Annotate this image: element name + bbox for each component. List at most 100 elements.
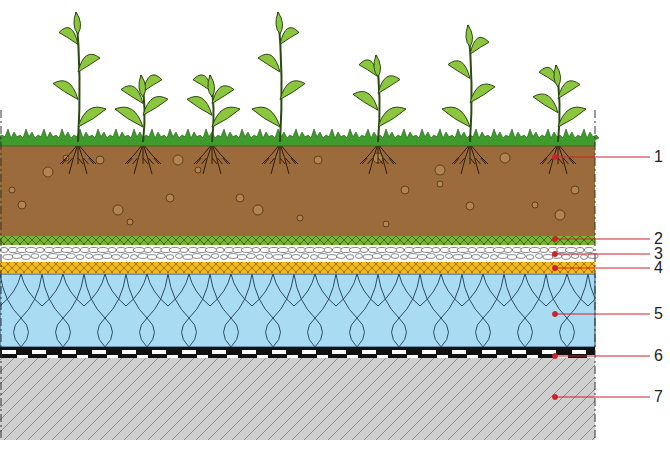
gravel-stone bbox=[337, 254, 346, 259]
gravel-stone bbox=[133, 247, 145, 252]
plant-roots bbox=[540, 144, 576, 174]
leader-lines bbox=[553, 155, 651, 400]
gravel-stone bbox=[277, 247, 289, 252]
gravel-stone bbox=[80, 247, 89, 252]
gravel-stone bbox=[241, 247, 253, 252]
gravel-stone bbox=[446, 254, 453, 259]
gravel-stone bbox=[144, 247, 152, 252]
soil-stone bbox=[18, 201, 26, 209]
gravel-stone bbox=[202, 255, 211, 260]
gravel-stone bbox=[205, 247, 217, 252]
gravel-stone bbox=[44, 247, 53, 252]
gravel-stone bbox=[526, 255, 534, 260]
gravel-stone bbox=[536, 254, 543, 259]
soil-stone bbox=[173, 155, 183, 165]
plant-roots bbox=[262, 144, 298, 174]
gravel-stone bbox=[93, 255, 103, 260]
gravel-stone bbox=[72, 247, 80, 252]
gravel-stone bbox=[432, 247, 440, 252]
soil-stone bbox=[43, 167, 53, 177]
gravel-stone bbox=[562, 255, 571, 260]
gravel-stone bbox=[408, 254, 418, 259]
soil-stone bbox=[435, 165, 445, 175]
gravel-stone bbox=[391, 254, 399, 259]
gravel-stone bbox=[176, 254, 183, 259]
gravel-stone bbox=[112, 255, 121, 260]
gravel-stone bbox=[3, 255, 13, 260]
gravel-stone bbox=[332, 247, 341, 252]
gravel-stone bbox=[252, 247, 260, 252]
gravel-stone bbox=[97, 247, 109, 252]
gravel-stone bbox=[121, 254, 129, 259]
plant bbox=[533, 65, 586, 142]
gravel-stone bbox=[108, 247, 116, 252]
gravel-stone bbox=[76, 255, 84, 260]
gravel-stone bbox=[147, 255, 156, 260]
soil-stone bbox=[437, 181, 443, 187]
soil-stone bbox=[127, 219, 133, 225]
filter-fleece bbox=[0, 236, 595, 245]
gravel-stone bbox=[216, 247, 224, 252]
gravel-stone bbox=[221, 255, 228, 260]
gravel-stone bbox=[266, 254, 273, 259]
gravel-stone bbox=[138, 254, 148, 259]
soil-stone bbox=[253, 205, 263, 215]
plant bbox=[115, 75, 168, 142]
gravel-stone bbox=[327, 255, 336, 260]
gravel-stone bbox=[188, 247, 197, 252]
gravel-stone bbox=[472, 255, 481, 260]
soil-stone bbox=[571, 186, 579, 194]
gravel-stone bbox=[565, 247, 577, 252]
gravel-stone bbox=[48, 254, 58, 259]
plant bbox=[187, 75, 240, 142]
callout-number: 1 bbox=[654, 148, 663, 166]
gravel-stone bbox=[180, 247, 188, 252]
plant-roots bbox=[60, 144, 96, 174]
gravel-stone bbox=[157, 254, 166, 259]
gravel-stone bbox=[318, 254, 328, 259]
callout-number: 7 bbox=[654, 388, 663, 406]
gravel-stone bbox=[288, 247, 296, 252]
gravel-stone bbox=[491, 255, 498, 260]
plant bbox=[53, 12, 106, 142]
gravel-stone bbox=[211, 254, 219, 259]
gravel-stone bbox=[493, 247, 505, 252]
soil-stone bbox=[297, 215, 303, 221]
gravel-stone bbox=[260, 247, 269, 252]
gravel-stone bbox=[382, 255, 391, 260]
gravel-stone bbox=[36, 247, 44, 252]
gravel-stone bbox=[581, 255, 588, 260]
gravel-stone bbox=[228, 254, 238, 259]
callout-number: 5 bbox=[654, 305, 663, 323]
gravel-stone bbox=[166, 255, 174, 260]
gravel-stone bbox=[102, 254, 111, 259]
gravel-stone bbox=[183, 255, 193, 260]
gravel-stone bbox=[517, 254, 526, 259]
plant bbox=[442, 25, 495, 142]
soil-stone bbox=[96, 156, 104, 164]
concrete-slab bbox=[0, 358, 595, 440]
gravel-stone bbox=[468, 247, 476, 252]
gravel-stone bbox=[86, 254, 93, 259]
soil-layer bbox=[0, 140, 595, 236]
callout-number: 6 bbox=[654, 347, 663, 365]
plant-roots bbox=[194, 144, 230, 174]
gravel-stone bbox=[57, 255, 66, 260]
gravel-stone bbox=[31, 254, 39, 259]
gravel-stone bbox=[507, 255, 516, 260]
gravel-stone bbox=[385, 247, 397, 252]
gravel-stone bbox=[396, 247, 404, 252]
gravel-stone bbox=[440, 247, 449, 252]
soil-stone bbox=[166, 194, 174, 202]
gravel-stone bbox=[296, 247, 305, 252]
soil-stone bbox=[236, 194, 244, 202]
gravel-stone bbox=[131, 255, 138, 260]
gravel-stone bbox=[346, 255, 354, 260]
soil-stone bbox=[9, 187, 15, 193]
gravel-stone bbox=[363, 255, 373, 260]
gravel-stone bbox=[192, 254, 201, 259]
gravel-stone bbox=[237, 255, 246, 260]
gravel-stone bbox=[152, 247, 161, 252]
gravel-stone bbox=[476, 247, 485, 252]
gravel-stone bbox=[12, 254, 21, 259]
